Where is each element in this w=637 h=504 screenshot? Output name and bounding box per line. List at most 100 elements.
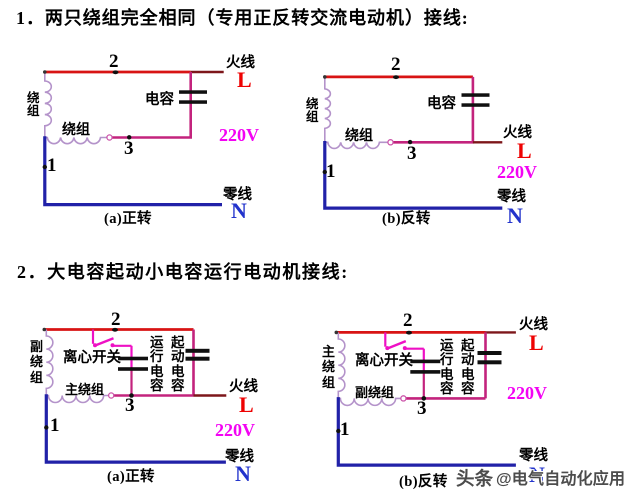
d1b-horizontal-winding-coil [324, 141, 388, 150]
d1a-neutral-label: 零线 [223, 187, 252, 203]
d1a-terminal3-label: 3 [124, 138, 134, 159]
d1b-terminal3-label: 3 [407, 143, 417, 164]
section1-title: 1．两只绕组完全相同（专用正反转交流电动机）接线: [16, 8, 469, 28]
d2b-aux-winding-coil [337, 332, 346, 399]
d2b-switch-pivot-dot [385, 346, 390, 351]
d2b-caption: (b)反转 [399, 474, 448, 490]
d2a-start-capacitor-plate-bottom [185, 356, 210, 361]
d2a-switch-contact-dot [110, 343, 115, 348]
d1b-capacitor-plate-top [461, 93, 490, 97]
d2a-terminal3-dot [129, 393, 134, 398]
d1a-corner-dot [43, 70, 47, 74]
d1b-terminal-circle [387, 139, 394, 146]
d2a-voltage-label: 220V [215, 420, 255, 440]
d1b-capacitor-label: 电容 [427, 96, 456, 112]
d2a-terminal2-label: 2 [111, 309, 121, 330]
d2a-run-capacitor-label: 运行电容 [150, 335, 164, 393]
d1a-neutral-letter: N [231, 198, 247, 223]
d2b-neutral-wire [336, 397, 516, 467]
d2b-live-letter: L [529, 330, 544, 355]
d2a-terminal2-tick [112, 327, 118, 332]
d2b-corner-dot [334, 330, 339, 335]
d2a-switch-pivot-dot [93, 343, 97, 348]
d2a-neutral-letter: N [235, 461, 251, 486]
d2b-switch-blade [386, 339, 407, 350]
d2a-neutral-label: 零线 [225, 449, 254, 465]
d1a-terminal2-tick [112, 70, 119, 75]
diagram-2a-circuit [42, 327, 227, 464]
d2b-run-capacitor-plate-bottom [410, 370, 441, 374]
d1b-capacitor-plate-bottom [461, 103, 490, 107]
d2b-neutral-letter: N [529, 462, 545, 487]
d1b-neutral-letter: N [507, 203, 523, 228]
d2a-corner-dot [42, 327, 47, 332]
d2b-neutral-label: 零线 [519, 448, 548, 464]
d2b-run-capacitor-label: 运行电容 [440, 338, 454, 396]
d2b-run-capacitor-plate-top [410, 359, 441, 364]
d2b-terminal2-label: 2 [403, 310, 413, 331]
d1b-neutral-label: 零线 [497, 189, 526, 205]
d2a-main-winding-coil [46, 394, 109, 404]
d2b-aux-winding-label: 副绕组 [355, 385, 395, 400]
d2b-terminal2-tick [406, 330, 412, 335]
d1b-terminal2-tick [393, 75, 399, 80]
d2b-terminal3-label: 3 [417, 398, 427, 419]
d1b-terminal1-dot [322, 169, 327, 175]
d1a-voltage-label: 220V [219, 125, 259, 145]
d1a-live-label: 火线 [226, 55, 255, 71]
d2b-main-winding-coil [338, 397, 401, 407]
d2b-main-winding-label: 主绕组 [322, 344, 336, 390]
d1a-terminal2-label: 2 [109, 51, 119, 72]
d1b-live-letter: L [517, 138, 532, 163]
d1b-winding-bottom-label: 绕组 [345, 129, 373, 144]
watermark-brand: 头条 [456, 468, 494, 489]
d1b-terminal1-label: 1 [326, 161, 336, 182]
d2a-caption: (a)正转 [107, 469, 155, 485]
d1a-terminal-circle [106, 134, 113, 141]
d1b-corner-dot [323, 75, 327, 79]
diagram-1a-circuit [42, 70, 224, 207]
d1a-horizontal-winding-coil [44, 136, 107, 145]
d2b-switch-label: 离心开关 [355, 353, 413, 369]
d2a-terminal1-dot [44, 425, 49, 430]
d1b-voltage-label: 220V [497, 162, 537, 182]
d1a-caption: (a)正转 [104, 211, 152, 227]
d2a-main-winding-label: 主绕组 [65, 382, 105, 397]
d2a-neutral-wire [44, 394, 226, 464]
d1a-neutral-wire [43, 136, 222, 207]
d1a-capacitor-label: 电容 [145, 92, 174, 108]
d2b-terminal1-dot [336, 428, 341, 434]
d2b-terminal-circle [400, 395, 407, 402]
d2b-start-capacitor-label: 起动电容 [461, 338, 475, 396]
d2a-aux-winding-label: 副绕组 [30, 339, 44, 385]
section2-title: 2．大电容起动小电容运行电动机接线: [17, 262, 349, 282]
d2a-live-label: 火线 [229, 379, 258, 395]
d2a-start-capacitor-plate-top [185, 348, 210, 353]
d1a-terminal3-dot [127, 135, 132, 140]
d2a-terminal-circle [107, 392, 115, 399]
d2b-voltage-label: 220V [507, 383, 547, 403]
d2b-switch-contact-dot [402, 346, 407, 351]
d1a-winding-bottom-label: 绕组 [62, 123, 90, 138]
d2b-live-label: 火线 [519, 317, 548, 333]
d1a-capacitor-plate-bottom [179, 100, 207, 104]
d1a-terminal1-label: 1 [47, 155, 57, 176]
d1a-live-letter: L [237, 67, 252, 92]
d2a-switch-label: 离心开关 [63, 350, 121, 366]
d2b-start-capacitor-plate-bottom [477, 360, 502, 365]
d1b-terminal2-label: 2 [391, 54, 401, 75]
d1b-caption: (b)反转 [382, 211, 431, 227]
d1a-vertical-winding-coil [44, 72, 53, 138]
d2a-run-capacitor-plate-top [118, 356, 148, 361]
d2a-live-letter: L [239, 392, 254, 417]
d1b-live-label: 火线 [503, 125, 532, 141]
d2a-terminal1-label: 1 [50, 415, 60, 436]
d2b-terminal1-label: 1 [340, 419, 350, 440]
diagram-2b-circuit [334, 330, 516, 467]
d2b-terminal3-dot [421, 396, 427, 401]
d1a-terminal1-dot [42, 164, 47, 170]
d2a-aux-winding-coil [45, 329, 54, 396]
d1a-capacitor-branch-wire [112, 72, 192, 139]
